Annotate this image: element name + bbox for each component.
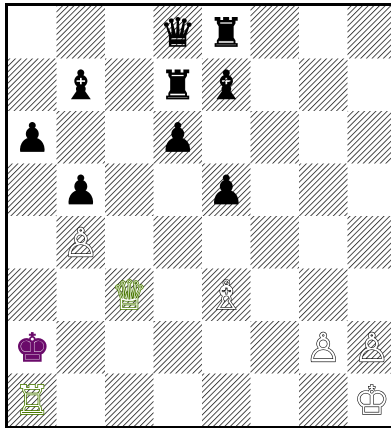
square-c8[interactable] xyxy=(105,6,154,59)
white-king-h1-icon[interactable]: ♔ xyxy=(354,378,390,424)
square-h3[interactable] xyxy=(348,269,391,322)
white-pawn-b4-icon[interactable]: ♙ xyxy=(63,220,99,266)
square-d1[interactable] xyxy=(154,374,203,427)
square-a3[interactable] xyxy=(8,269,57,322)
square-a4[interactable] xyxy=(8,216,57,269)
square-d4[interactable] xyxy=(154,216,203,269)
square-g4[interactable] xyxy=(299,216,348,269)
square-h4[interactable] xyxy=(348,216,391,269)
square-a7[interactable] xyxy=(8,59,57,112)
square-e4[interactable] xyxy=(202,216,251,269)
square-g5[interactable] xyxy=(299,164,348,217)
square-a8[interactable] xyxy=(8,6,57,59)
square-f5[interactable] xyxy=(251,164,300,217)
white-queen-c3-icon[interactable]: ♕ xyxy=(111,273,147,319)
white-bishop-e3-icon[interactable]: ♗ xyxy=(208,273,244,319)
square-f4[interactable] xyxy=(251,216,300,269)
square-b6[interactable] xyxy=(57,111,106,164)
square-d3[interactable] xyxy=(154,269,203,322)
white-pawn-g2-icon[interactable]: ♙ xyxy=(305,325,341,371)
square-c4[interactable] xyxy=(105,216,154,269)
black-bishop-e7-icon[interactable]: ♝ xyxy=(208,63,244,109)
square-c6[interactable] xyxy=(105,111,154,164)
square-h5[interactable] xyxy=(348,164,391,217)
square-h6[interactable] xyxy=(348,111,391,164)
white-pawn-h2-icon[interactable]: ♙ xyxy=(354,325,390,371)
square-f6[interactable] xyxy=(251,111,300,164)
square-e2[interactable] xyxy=(202,321,251,374)
square-c2[interactable] xyxy=(105,321,154,374)
square-a5[interactable] xyxy=(8,164,57,217)
white-rook-a1-icon[interactable]: ♖ xyxy=(14,378,50,424)
square-c1[interactable] xyxy=(105,374,154,427)
square-g6[interactable] xyxy=(299,111,348,164)
black-pawn-e5-icon[interactable]: ♟ xyxy=(208,168,244,214)
square-d5[interactable] xyxy=(154,164,203,217)
black-pawn-b5-icon[interactable]: ♟ xyxy=(63,168,99,214)
square-c7[interactable] xyxy=(105,59,154,112)
square-c5[interactable] xyxy=(105,164,154,217)
square-g7[interactable] xyxy=(299,59,348,112)
black-queen-d8-icon[interactable]: ♛ xyxy=(160,10,196,56)
black-rook-d7-icon[interactable]: ♜ xyxy=(160,63,196,109)
square-e1[interactable] xyxy=(202,374,251,427)
square-f3[interactable] xyxy=(251,269,300,322)
square-h8[interactable] xyxy=(348,6,391,59)
square-b8[interactable] xyxy=(57,6,106,59)
black-bishop-b7-icon[interactable]: ♝ xyxy=(63,63,99,109)
square-g8[interactable] xyxy=(299,6,348,59)
square-f7[interactable] xyxy=(251,59,300,112)
square-e6[interactable] xyxy=(202,111,251,164)
square-g3[interactable] xyxy=(299,269,348,322)
square-g1[interactable] xyxy=(299,374,348,427)
square-h7[interactable] xyxy=(348,59,391,112)
square-f1[interactable] xyxy=(251,374,300,427)
black-pawn-d6-icon[interactable]: ♟ xyxy=(160,115,196,161)
square-d2[interactable] xyxy=(154,321,203,374)
square-b2[interactable] xyxy=(57,321,106,374)
black-rook-e8-icon[interactable]: ♜ xyxy=(208,10,244,56)
square-f2[interactable] xyxy=(251,321,300,374)
square-b3[interactable] xyxy=(57,269,106,322)
square-b1[interactable] xyxy=(57,374,106,427)
square-f8[interactable] xyxy=(251,6,300,59)
black-pawn-a6-icon[interactable]: ♟ xyxy=(14,115,50,161)
black-king-a2-icon[interactable]: ♚ xyxy=(14,325,50,371)
